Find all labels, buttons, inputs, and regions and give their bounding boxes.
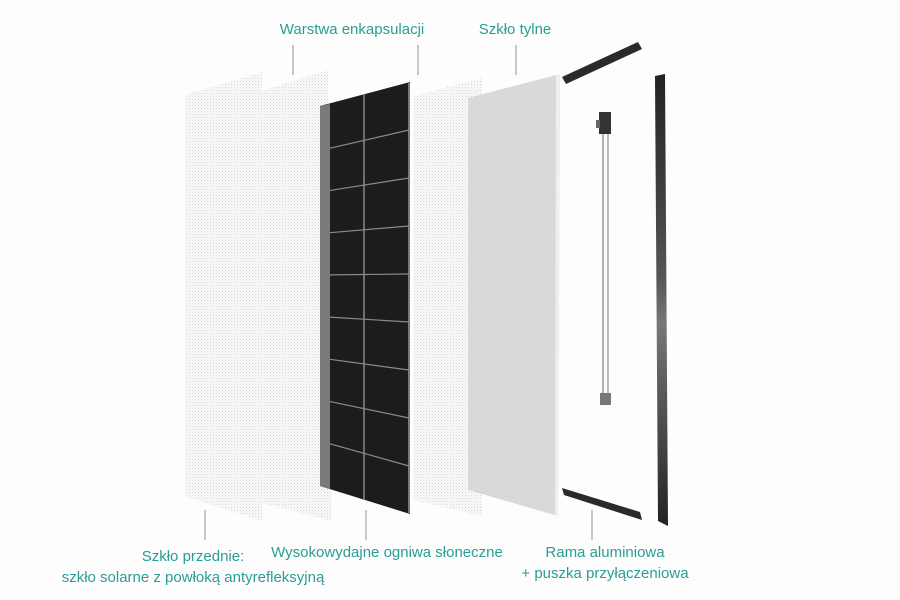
label-cells: Wysokowydajne ogniwa słoneczne [271, 544, 503, 561]
solar-cells-layer [320, 82, 410, 514]
back-glass-layer [468, 74, 560, 516]
cell-row-divider [329, 443, 410, 467]
label-encapsulation: Warstwa enkapsulacji [279, 21, 425, 38]
cell-row-divider [329, 358, 410, 371]
label-frame-title: Rama aluminiowa [545, 544, 665, 561]
cell-row-divider [329, 273, 410, 276]
leader-lines [204, 45, 593, 540]
label-frame-desc: + puszka przyłączeniowa [521, 565, 689, 582]
cell-row-divider [329, 177, 410, 192]
label-front-glass-title: Szkło przednie: [141, 548, 245, 565]
encapsulation-layer-front [258, 70, 331, 521]
encapsulation-layer-back [414, 78, 482, 516]
frame-bottom-bar [562, 488, 642, 520]
aluminium-frame [562, 42, 668, 526]
front-glass-layer [185, 72, 262, 521]
frame-side-bar [655, 74, 668, 526]
label-front-glass-desc: szkło solarne z powłoką antyrefleksyjną [61, 569, 325, 586]
junction-box [596, 112, 611, 405]
cell-row-divider [329, 129, 410, 149]
cell-row-divider [329, 316, 410, 323]
cell-row-divider [329, 400, 410, 419]
label-back-glass: Szkło tylne [478, 21, 552, 38]
frame-top-bar [562, 42, 642, 84]
cell-row-divider [329, 225, 410, 234]
